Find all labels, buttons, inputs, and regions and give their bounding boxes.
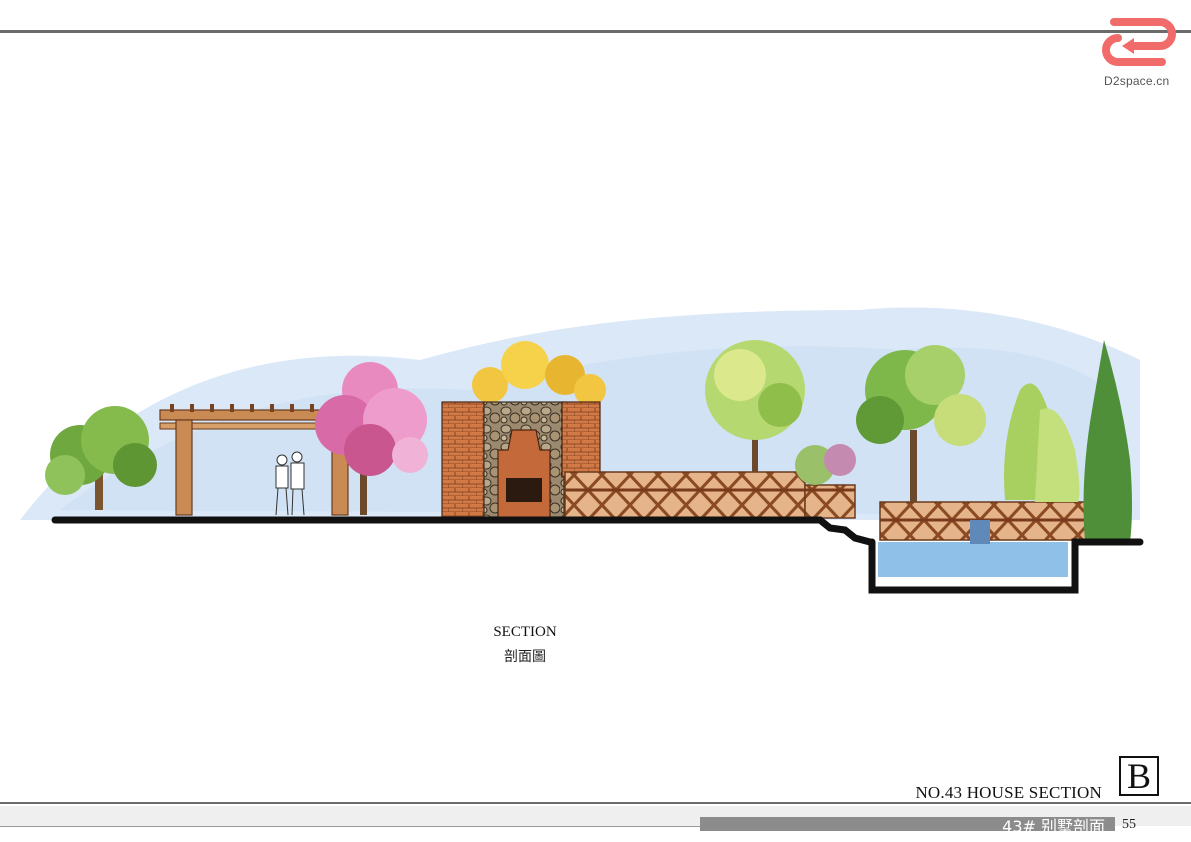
fireplace-wall: [441, 401, 601, 519]
footer-band-label: 43# 别墅剖面: [1002, 817, 1105, 836]
lattice-fence: [564, 471, 1089, 541]
section-title: SECTION: [493, 624, 557, 640]
site-logo: [1100, 16, 1180, 91]
pool: [878, 520, 1068, 577]
pink-tree: [315, 362, 428, 515]
section-drawing: [20, 307, 1144, 594]
top-rule: [0, 30, 1191, 33]
left-tree: [45, 406, 157, 510]
d2-arrows-logo-icon: [1102, 18, 1176, 66]
logo-text: D2space.cn: [1104, 74, 1170, 88]
people-figures: [275, 451, 305, 516]
footer-dark-band: [700, 817, 1115, 831]
sheet-letter-box: B: [1119, 756, 1159, 796]
bottom-rule: [0, 802, 1191, 804]
page-number: 55: [1122, 817, 1136, 832]
ground-line: [51, 516, 1144, 594]
yellow-trees: [472, 341, 606, 406]
right-trees: [856, 340, 1132, 542]
footer-line: [0, 826, 700, 827]
shrubs: [795, 444, 856, 485]
section-subtitle: 剖面圖: [504, 649, 546, 665]
house-section-title: NO.43 HOUSE SECTION: [915, 783, 1102, 802]
middle-tree: [705, 340, 805, 472]
